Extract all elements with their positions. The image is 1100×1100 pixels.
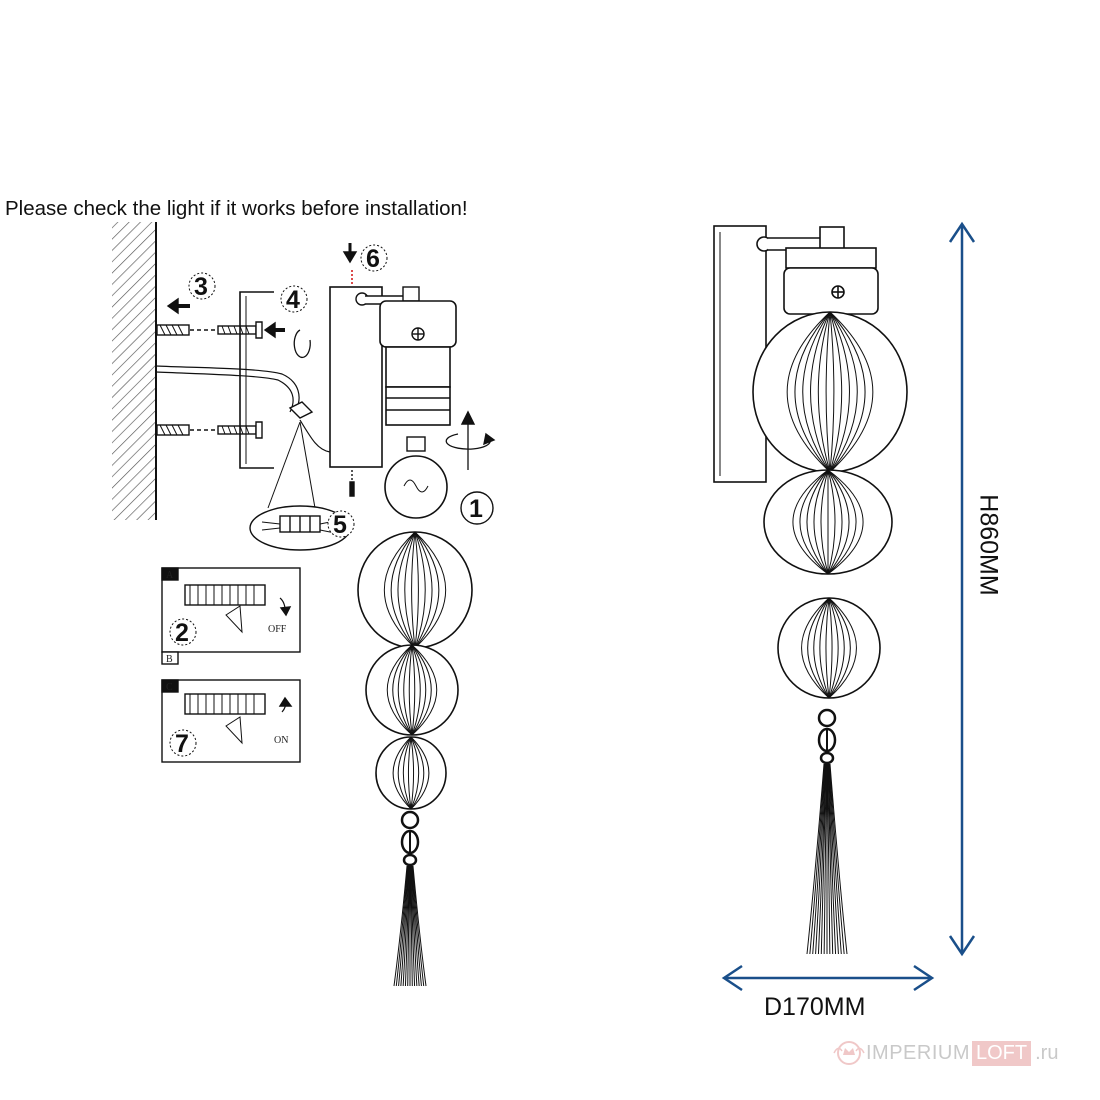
step-3-label: 3 (188, 272, 216, 301)
right-lantern-balls (752, 311, 908, 699)
step-2-label: 2 (169, 618, 197, 647)
right-back-plate (713, 225, 767, 483)
step-1-label: 1 (460, 491, 494, 525)
right-tassel (806, 708, 848, 955)
step-6-label: 6 (360, 244, 388, 273)
panel-c-letter: C (166, 682, 173, 693)
watermark: IMPERIUM LOFT .ru (832, 1038, 1058, 1068)
diameter-label: D170MM (764, 993, 866, 1021)
watermark-logo-icon (832, 1039, 866, 1067)
right-tassel-strands (806, 708, 848, 955)
left-ball-middle (365, 644, 459, 736)
screws (217, 321, 311, 439)
height-dimension (948, 221, 976, 957)
svg-text:6: 6 (366, 245, 380, 273)
svg-text:7: 7 (175, 730, 189, 758)
panel-b-letter: B (166, 654, 173, 665)
right-ball-middle (763, 469, 893, 575)
height-label: H860MM (968, 480, 1008, 610)
step-7-label: 7 (169, 729, 197, 758)
back-plate (329, 243, 383, 497)
panel-a-state: OFF (268, 624, 287, 635)
wall-anchors (156, 297, 215, 436)
panel-c-state: ON (274, 735, 288, 746)
watermark-brand-2: LOFT (972, 1040, 1032, 1066)
wall (112, 222, 157, 520)
step-4-label: 4 (280, 285, 308, 314)
svg-text:4: 4 (286, 286, 300, 314)
svg-text:5: 5 (333, 511, 347, 539)
svg-text:3: 3 (194, 273, 208, 301)
mounting-bracket (239, 291, 274, 469)
diameter-dimension (721, 964, 935, 992)
wires (155, 365, 331, 509)
step-5-label: 5 (327, 510, 355, 539)
watermark-brand-1: IMPERIUM (866, 1041, 970, 1064)
right-ball-top (752, 311, 908, 473)
left-tassel (393, 810, 427, 987)
step-labels: 3 4 6 1 5 2 7 A B C OFF ON (166, 244, 494, 758)
svg-text:2: 2 (175, 619, 189, 647)
right-socket (756, 226, 879, 315)
installation-notice: Please check the light if it works befor… (5, 197, 468, 220)
left-ball-bottom (375, 736, 447, 810)
svg-text:1: 1 (469, 495, 483, 523)
light-bulb (384, 410, 496, 519)
left-tassel-strands (393, 810, 427, 987)
assembled-lamp (713, 225, 908, 955)
right-ball-bottom (777, 597, 881, 699)
panel-a-letter: A (166, 570, 174, 581)
watermark-tld: .ru (1035, 1041, 1059, 1064)
height-value: H860MM (974, 494, 1003, 596)
left-lantern-balls (357, 531, 473, 810)
installation-diagram (112, 222, 496, 987)
switch-panel-b-label (161, 651, 179, 665)
left-ball-top (357, 531, 473, 649)
lamp-socket (365, 286, 457, 426)
